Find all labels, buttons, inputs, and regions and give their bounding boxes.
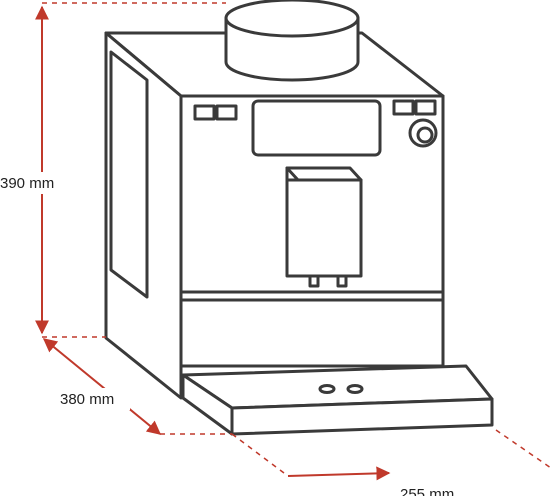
rotary-knob-icon xyxy=(408,118,438,148)
width-extension-left xyxy=(231,433,289,477)
height-dimension: 390 mm xyxy=(0,2,226,338)
dispenser-top xyxy=(285,166,363,182)
display-panel xyxy=(251,99,382,157)
nozzles xyxy=(308,274,348,288)
width-arrow xyxy=(287,466,391,481)
left-button-1 xyxy=(193,104,216,121)
left-button-2 xyxy=(215,104,238,121)
width-dimension: 255 mm xyxy=(231,429,551,496)
depth-dimension: 380 mm xyxy=(42,338,232,435)
depth-label: 380 mm xyxy=(60,391,114,408)
side-window xyxy=(109,50,149,299)
width-extension-right xyxy=(495,429,551,469)
dispenser-body xyxy=(285,178,363,278)
drip-tray-holes xyxy=(318,384,364,394)
coffee-machine-icon xyxy=(104,0,494,436)
depth-label-bg xyxy=(58,388,130,410)
depth-arrow xyxy=(42,338,162,435)
bean-container xyxy=(224,0,360,82)
right-button-1 xyxy=(392,99,415,116)
right-button-2 xyxy=(414,99,437,116)
width-label: 255 mm xyxy=(400,486,454,496)
height-label: 390 mm xyxy=(0,175,54,192)
height-label-bg xyxy=(0,172,72,194)
